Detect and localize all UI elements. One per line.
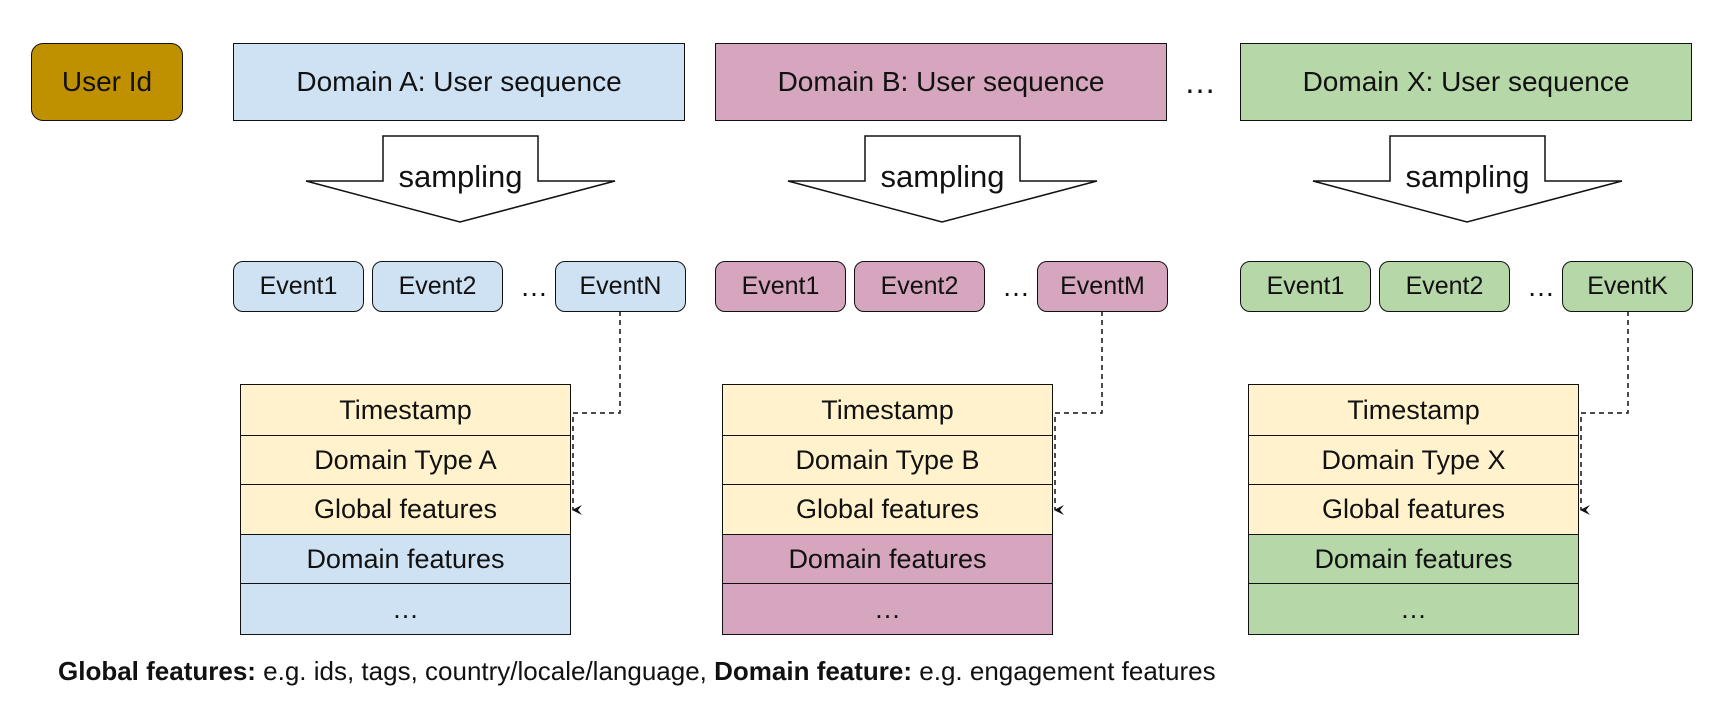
- domain-a-event-last: EventN: [555, 261, 686, 312]
- caption-domain-text: e.g. engagement features: [912, 656, 1216, 686]
- domain-b-event-table: Timestamp Domain Type B Global features …: [722, 384, 1053, 635]
- table-cell-more: …: [1248, 583, 1579, 635]
- table-cell-timestamp: Timestamp: [240, 384, 571, 436]
- domain-x-event-last: EventK: [1562, 261, 1693, 312]
- domain-b-event-1: Event1: [715, 261, 846, 312]
- domain-b-event-last: EventM: [1037, 261, 1168, 312]
- domain-x-events-ellipsis: …: [1527, 271, 1555, 302]
- domain-x-event-connector: [1580, 311, 1629, 515]
- domain-b-sampling-label: sampling: [880, 159, 1005, 194]
- table-cell-global-features: Global features: [1248, 484, 1579, 535]
- domain-x-event-2: Event2: [1379, 261, 1510, 312]
- domain-a-sampling-label: sampling: [398, 159, 523, 194]
- table-cell-global-features: Global features: [240, 484, 571, 535]
- caption-global-text: e.g. ids, tags, country/locale/language,: [255, 656, 715, 686]
- domain-a-event-1: Event1: [233, 261, 364, 312]
- table-cell-domain-type: Domain Type A: [240, 434, 571, 486]
- table-cell-domain-features: Domain features: [240, 533, 571, 585]
- user-id-box: User Id: [31, 43, 183, 121]
- diagram-caption: Global features: e.g. ids, tags, country…: [58, 656, 1216, 687]
- domain-a-sequence-box: Domain A: User sequence: [233, 43, 685, 121]
- domain-x-event-table: Timestamp Domain Type X Global features …: [1248, 384, 1579, 635]
- domain-b-event-connector: [1054, 311, 1103, 515]
- table-cell-timestamp: Timestamp: [1248, 384, 1579, 436]
- domain-a-events-ellipsis: …: [520, 271, 548, 302]
- caption-domain-label: Domain feature:: [714, 656, 913, 686]
- domains-ellipsis: …: [1184, 63, 1216, 100]
- table-cell-domain-features: Domain features: [722, 533, 1053, 585]
- table-cell-global-features: Global features: [722, 484, 1053, 535]
- table-cell-domain-type: Domain Type X: [1248, 434, 1579, 486]
- domain-b-sequence-box: Domain B: User sequence: [715, 43, 1167, 121]
- domain-x-event-1: Event1: [1240, 261, 1371, 312]
- domain-x-sequence-box: Domain X: User sequence: [1240, 43, 1692, 121]
- domain-b-events-ellipsis: …: [1002, 271, 1030, 302]
- table-cell-more: …: [722, 583, 1053, 635]
- domain-a-event-table: Timestamp Domain Type A Global features …: [240, 384, 571, 635]
- table-cell-domain-type: Domain Type B: [722, 434, 1053, 486]
- domain-x-sampling-label: sampling: [1405, 159, 1530, 194]
- domain-b-event-2: Event2: [854, 261, 985, 312]
- domain-a-event-connector: [572, 311, 621, 515]
- table-cell-more: …: [240, 583, 571, 635]
- table-cell-domain-features: Domain features: [1248, 533, 1579, 585]
- table-cell-timestamp: Timestamp: [722, 384, 1053, 436]
- caption-global-label: Global features:: [58, 656, 256, 686]
- domain-a-event-2: Event2: [372, 261, 503, 312]
